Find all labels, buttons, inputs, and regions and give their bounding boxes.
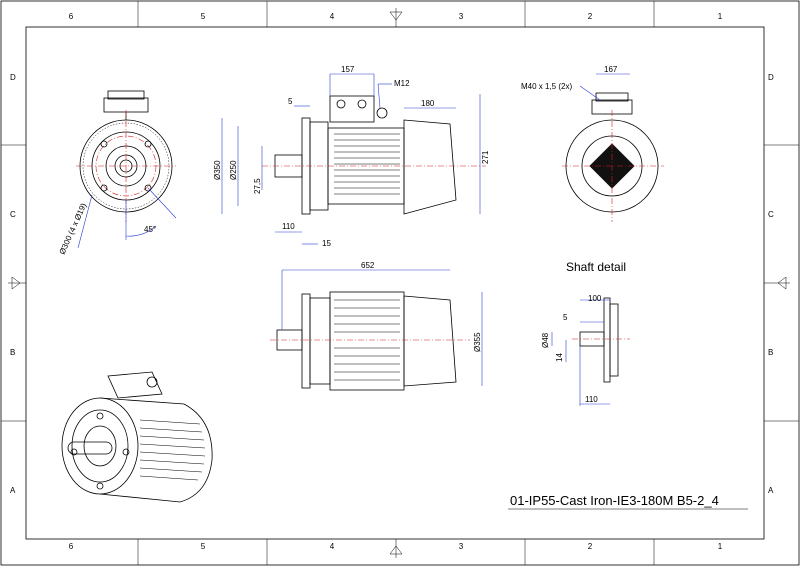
dim-m12: M12 [394,79,410,88]
dim-110: 110 [282,222,295,231]
shaft-detail-view [551,297,630,406]
grid-col-4-bottom: 4 [330,542,335,551]
grid-col-5-bottom: 5 [201,542,206,551]
side-view [262,95,486,215]
front-view [76,90,177,249]
side-view-fins [334,133,400,195]
dim-dia-250: Ø250 [229,160,238,180]
grid-col-3-top: 3 [459,12,464,21]
dim-180: 180 [421,99,435,108]
side-view-dimensions [221,73,481,245]
grid-row-c-left: C [10,210,16,219]
dim-27-5: 27,5 [253,178,262,194]
grid-row-d-right: D [768,73,774,82]
rear-view [562,73,664,222]
grid-col-5-top: 5 [201,12,206,21]
dim-shaft-14: 14 [555,353,564,362]
grid-row-a-left: A [10,486,16,495]
cable-gland-label: M40 x 1,5 (2x) [521,82,572,91]
dim-shaft-100: 100 [588,294,602,303]
grid-row-b-right: B [768,348,773,357]
drawing-title: 01-IP55-Cast Iron-IE3-180M B5-2_4 [510,493,719,508]
grid-col-3-bottom: 3 [459,542,464,551]
grid-col-6-top: 6 [69,12,74,21]
grid-col-1-top: 1 [718,12,723,21]
angle-label: 45° [144,225,156,234]
dim-dia-355: Ø355 [473,332,482,352]
grid-row-a-right: A [768,486,774,495]
dim-271: 271 [481,150,490,164]
grid-row-c-right: C [768,210,774,219]
top-view [270,269,483,391]
dim-shaft-110: 110 [585,395,598,404]
dim-dia-350: Ø350 [213,160,222,180]
grid-col-2-top: 2 [588,12,593,21]
dim-5: 5 [288,97,293,106]
grid-row-b-left: B [10,348,15,357]
grid-col-1-bottom: 1 [718,542,723,551]
isometric-view [61,371,213,503]
grid-col-6-bottom: 6 [69,542,74,551]
dim-167: 167 [604,65,618,74]
dim-652: 652 [361,261,375,270]
grid-col-2-bottom: 2 [588,542,593,551]
dim-157: 157 [341,65,355,74]
dim-15: 15 [322,239,331,248]
shaft-detail-heading: Shaft detail [566,260,626,274]
dim-shaft-dia-48: Ø48 [541,332,550,348]
grid-row-d-left: D [10,73,16,82]
top-view-fins [334,299,400,381]
dim-shaft-5: 5 [563,313,568,322]
grid-col-4-top: 4 [330,12,335,21]
centering-marks [8,8,790,558]
